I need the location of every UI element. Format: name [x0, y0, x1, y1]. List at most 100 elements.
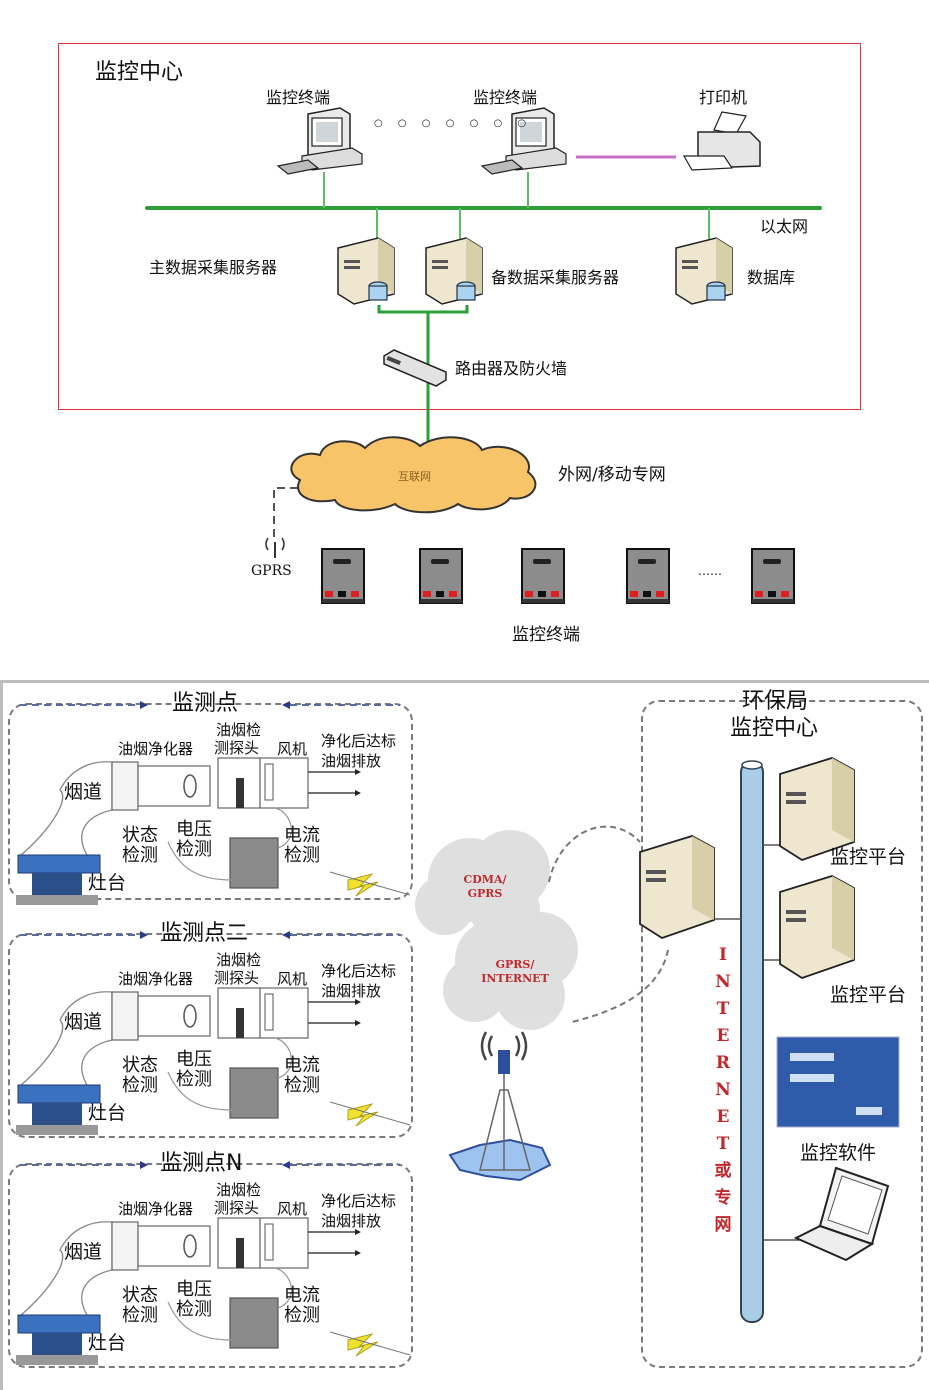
monitoring-point-title: 监测点 [172, 691, 239, 716]
monitor-terminal-pc-icon [480, 107, 567, 175]
current-label-line1: 电流 [284, 825, 320, 846]
backbone-letter: 或 [714, 1161, 732, 1181]
voltage-label-line2: 检测 [176, 1069, 212, 1090]
controller-box [229, 837, 279, 889]
cloud-2-line1: GPRS/ [495, 958, 535, 971]
cloud-1-line2: GPRS [467, 887, 503, 900]
current-label-line1: 电流 [284, 1055, 320, 1076]
top-diagram-lines [145, 107, 822, 604]
status-label-line2: 检测 [122, 1075, 158, 1096]
router-firewall-label: 路由器及防火墙 [455, 359, 568, 378]
backup-server-icon [425, 237, 483, 305]
purifier-box [111, 761, 139, 811]
software-label: 监控软件 [800, 1142, 877, 1164]
monitoring-platform-server-icon [779, 875, 855, 979]
flue-duct [18, 761, 113, 861]
status-label-line2: 检测 [122, 1305, 158, 1326]
monitoring-point-box [8, 933, 413, 1138]
status-label-line1: 状态 [122, 1285, 158, 1306]
flue-label: 烟道 [64, 781, 103, 803]
controller-box [229, 1297, 279, 1349]
backbone-letter: T [716, 999, 730, 1019]
status-label-line2: 检测 [122, 845, 158, 866]
backbone-letter: R [715, 1053, 731, 1073]
purifier-box [111, 991, 139, 1041]
backbone-letter: 专 [714, 1188, 732, 1208]
exhaust-label-line2: 油烟排放 [321, 752, 382, 770]
monitor-terminal-pc-icon [276, 107, 363, 175]
purifier-label: 油烟净化器 [118, 970, 194, 988]
gprs-internet-cloud-icon [443, 912, 578, 1030]
status-label-line1: 状态 [122, 1055, 158, 1076]
flue-label: 烟道 [64, 1011, 103, 1033]
status-label-line1: 状态 [122, 825, 158, 846]
probe-label-line2: 测探头 [214, 969, 260, 987]
current-label-line2: 检测 [284, 845, 320, 866]
monitoring-point-equipment [16, 1161, 411, 1365]
backbone-letter: E [716, 1107, 730, 1127]
monitoring-point-title: 监测点二 [160, 921, 249, 946]
fan-label: 风机 [277, 970, 308, 988]
monitoring-point-box [8, 703, 413, 900]
field-terminal-icon [419, 548, 463, 604]
internet-cloud-label: 互联网 [398, 470, 431, 483]
monitoring-software-screen-icon [776, 1036, 900, 1128]
field-terminal-icon [751, 548, 795, 604]
monitoring-point-title: 监测点N [160, 1151, 243, 1176]
gateway-server-icon [639, 835, 715, 939]
epb-center-box [641, 700, 923, 1368]
backbone-letter: E [716, 1026, 730, 1046]
probe-label-line1: 油烟检 [216, 721, 262, 739]
printer-label: 打印机 [699, 88, 748, 107]
ellipsis-dots: ○ ○ ○ ○ ○ ○ ○ [374, 118, 533, 129]
monitoring-point-equipment [16, 931, 411, 1135]
field-terminals-ellipsis: …… [698, 564, 722, 578]
field-terminal-icon [521, 548, 565, 604]
platform-1-label: 监控平台 [830, 846, 907, 868]
current-label-line1: 电流 [284, 1285, 320, 1306]
current-label-line2: 检测 [284, 1305, 320, 1326]
purifier-label: 油烟净化器 [118, 1200, 194, 1218]
fan-label: 风机 [277, 1200, 308, 1218]
fan-label: 风机 [277, 740, 308, 758]
field-terminals-label: 监控终端 [512, 625, 580, 645]
field-terminal-icon [626, 548, 670, 604]
voltage-label-line2: 检测 [176, 839, 212, 860]
database-label: 数据库 [747, 268, 796, 287]
cell-tower-icon [448, 1031, 552, 1182]
epb-title-line1: 环保局 [742, 689, 809, 714]
main-server-icon [337, 237, 395, 305]
backup-server-label: 备数据采集服务器 [491, 268, 620, 287]
exhaust-label-line2: 油烟排放 [321, 982, 382, 1000]
database-server-icon [675, 237, 733, 305]
controller-box [229, 1067, 279, 1119]
exhaust-label-line2: 油烟排放 [321, 1212, 382, 1230]
cdma-gprs-label: CDMA/GPRS [445, 873, 525, 901]
backbone-letter: 网 [714, 1215, 732, 1235]
exhaust-label-line1: 净化后达标 [321, 732, 397, 750]
probe-label-line2: 测探头 [214, 1199, 260, 1217]
monitoring-platform-server-icon [779, 757, 855, 861]
monitoring-center-title: 监控中心 [95, 60, 184, 85]
field-terminal-icon [321, 548, 365, 604]
monitoring-center-frame [58, 43, 861, 410]
backbone-letter: N [715, 972, 731, 992]
ethernet-label: 以太网 [760, 217, 809, 236]
voltage-label-line2: 检测 [176, 1299, 212, 1320]
server-router-link [377, 305, 469, 314]
monitoring-point-box [8, 1163, 413, 1368]
monitor-terminal-1-label: 监控终端 [266, 88, 331, 107]
downlink-dashed-arrow [571, 949, 669, 1023]
cloud-2-line2: INTERNET [481, 972, 549, 985]
flue-duct [18, 991, 113, 1091]
exhaust-label-line1: 净化后达标 [321, 962, 397, 980]
epb-title-line2: 监控中心 [730, 716, 819, 741]
laptop-icon [793, 1166, 890, 1262]
flue-duct [18, 1221, 113, 1321]
probe-label-line2: 测探头 [214, 739, 260, 757]
probe-label-line1: 油烟检 [216, 1181, 262, 1199]
cloud-1-line1: CDMA/ [463, 873, 507, 886]
printer-icon [682, 111, 761, 171]
backbone-letter: T [716, 1134, 730, 1154]
